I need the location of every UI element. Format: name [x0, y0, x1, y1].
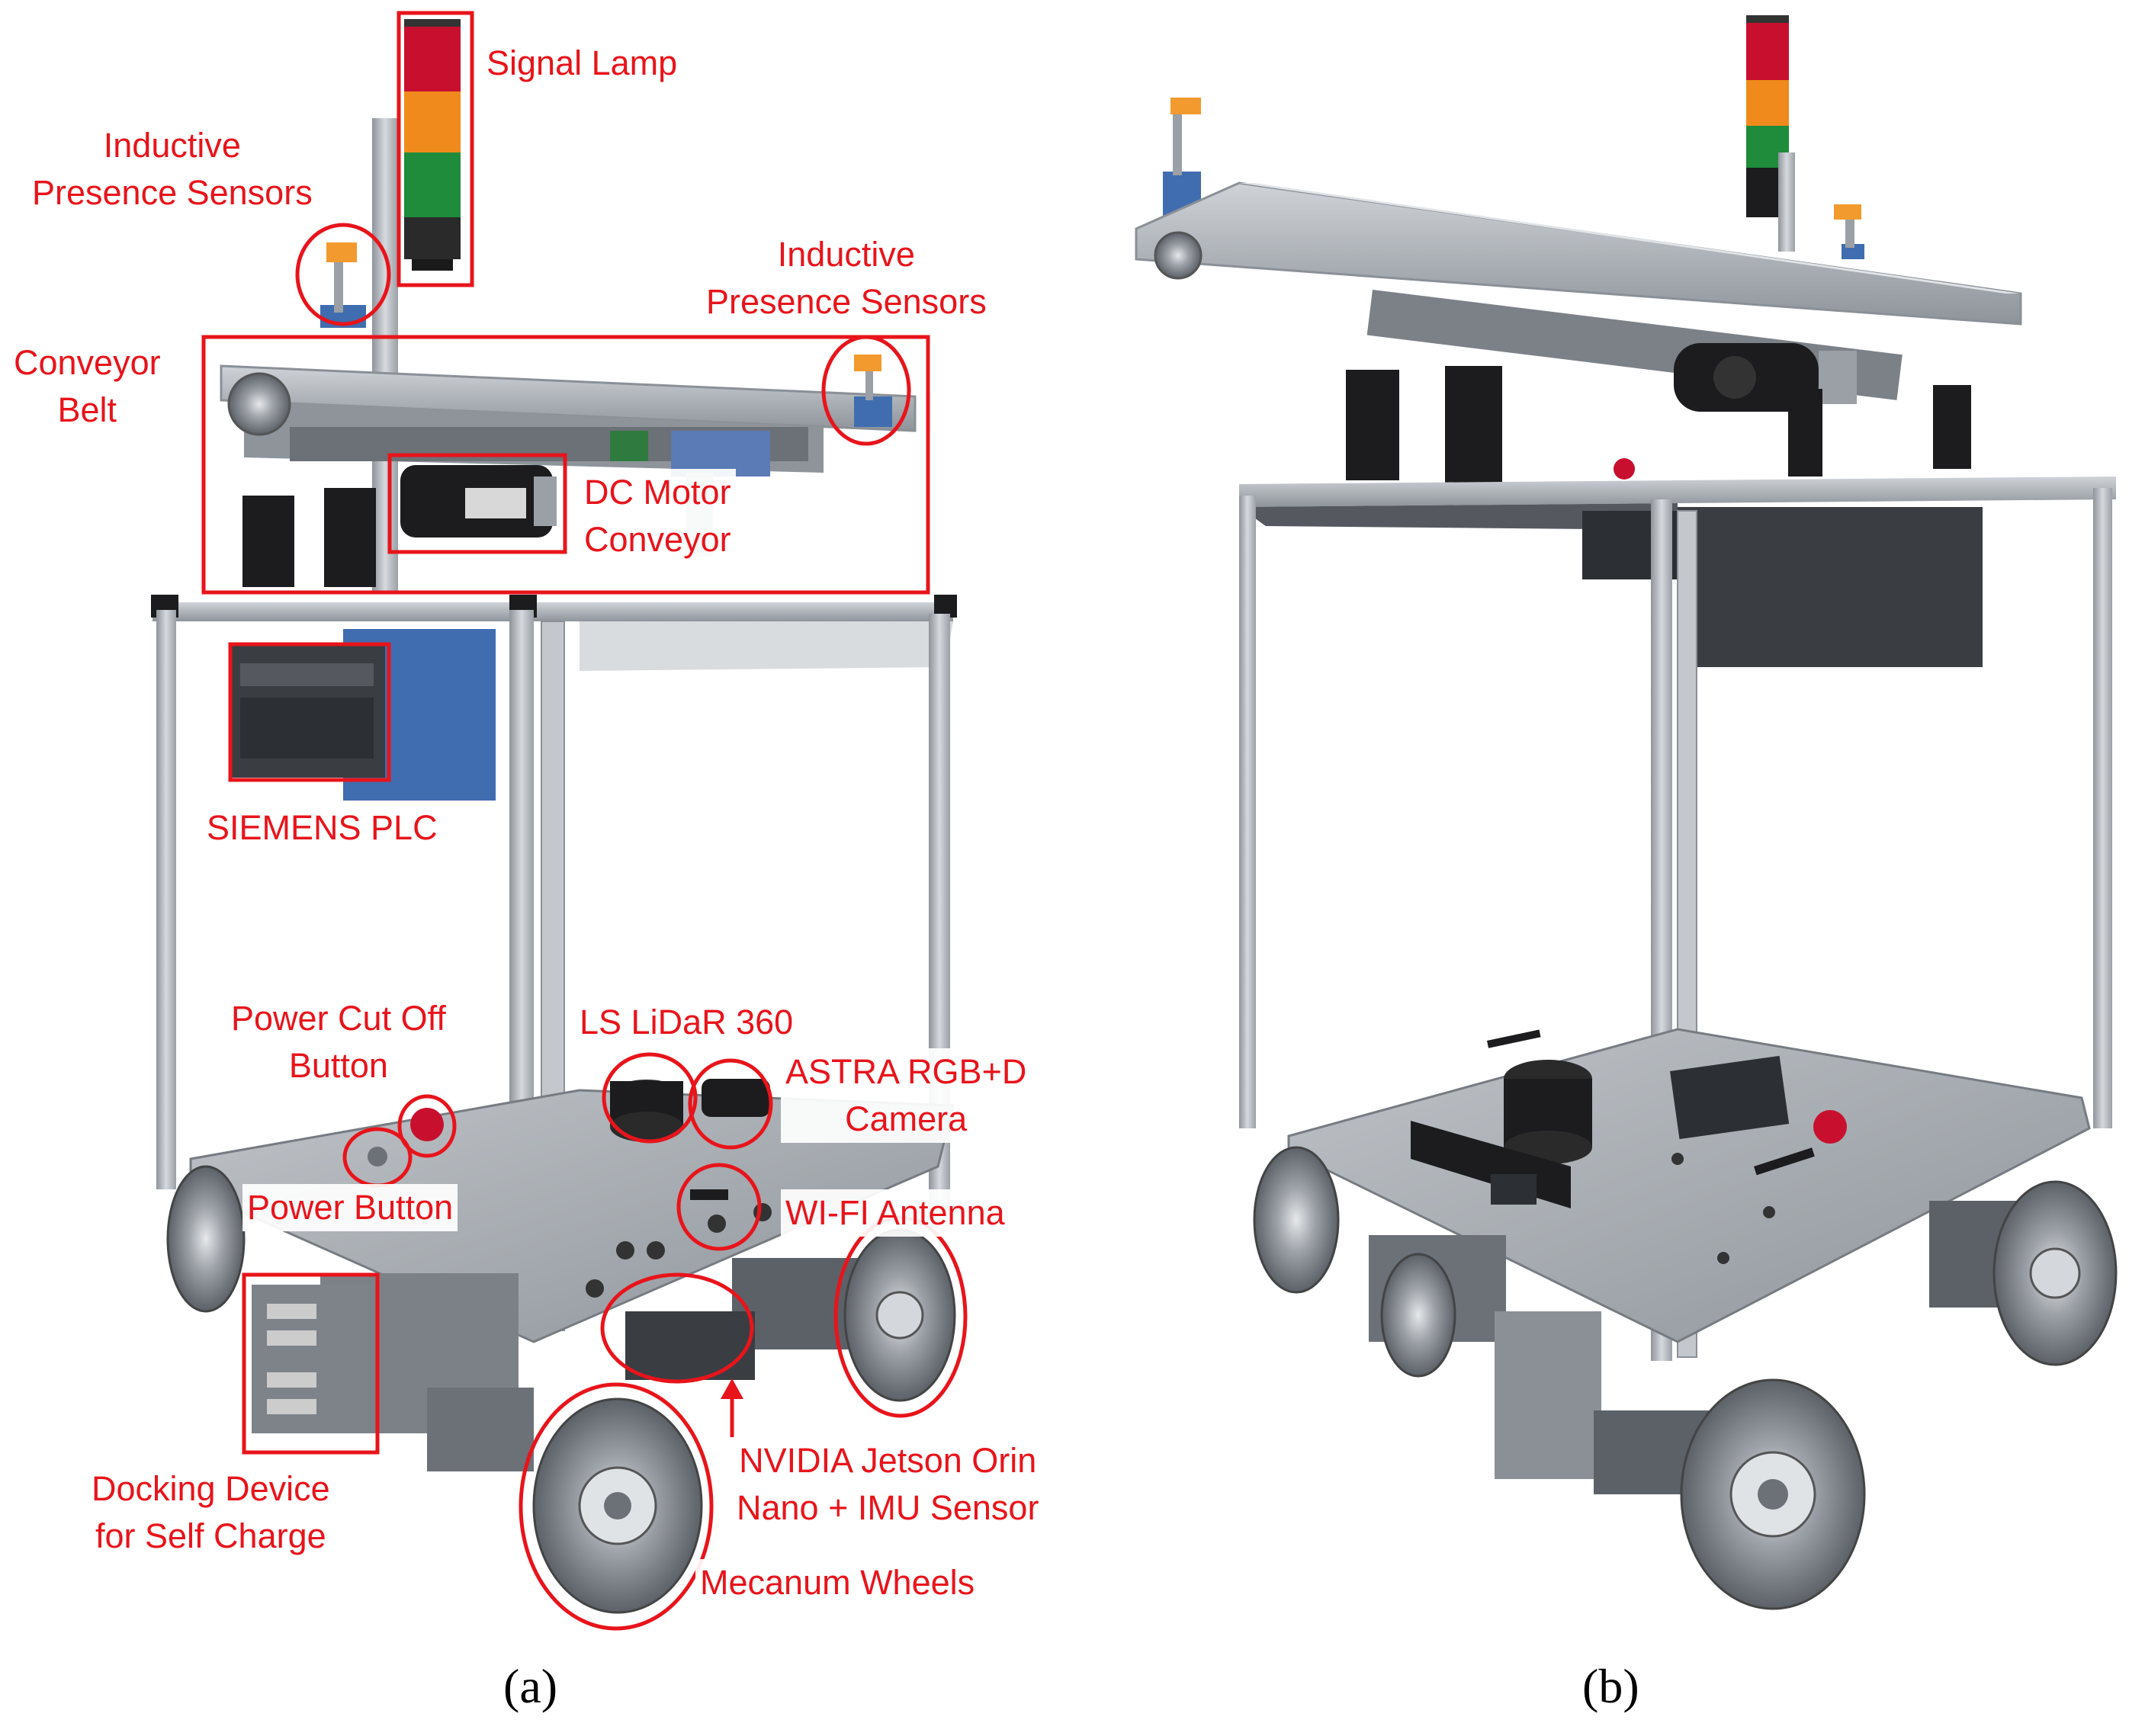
lamp-pole: [372, 118, 398, 591]
siemens-plc: [229, 629, 496, 801]
circle-power-cut-off: [397, 1094, 457, 1158]
signal-lamp-stack: [404, 19, 461, 271]
lidar-b: [1504, 1060, 1592, 1164]
power-button-a: [368, 1147, 387, 1166]
mecanum-wheel-right: [843, 1228, 956, 1402]
label-siemens-plc: SIEMENS PLC: [202, 804, 442, 852]
box-dc-motor: [387, 453, 567, 554]
camera-mount-b: [1491, 1174, 1537, 1205]
inductive-sensor-left: [320, 242, 366, 328]
circle-front-wheel: [519, 1382, 714, 1631]
lidar-a: [610, 1080, 683, 1142]
post-back-left: [156, 610, 176, 1189]
label-wifi-antenna: WI-FI Antenna: [781, 1189, 1010, 1237]
circle-inductive-left: [295, 223, 391, 326]
emergency-stop-b: [1614, 458, 1635, 480]
label-power-button: Power Button: [242, 1184, 458, 1231]
support-block-left: [242, 496, 294, 587]
base-plate-b: [1287, 1028, 2091, 1343]
astra-camera-a: [702, 1079, 770, 1117]
support-block-b-left: [1346, 370, 1399, 480]
robot-a: [151, 19, 957, 1614]
wifi-antenna-a: [690, 1189, 728, 1200]
post-b-right: [2093, 488, 2112, 1128]
post-b-left: [1239, 496, 1256, 1128]
circle-jetson: [600, 1272, 754, 1384]
inductive-sensor-b-left: [1163, 98, 1201, 217]
motor-left: [427, 1388, 534, 1471]
mecanum-wheel-front: [532, 1397, 703, 1614]
mecanum-wheel-b-front: [1680, 1378, 1866, 1610]
conveyor-belt-a: [220, 364, 917, 477]
dc-motor-b: [1674, 343, 1857, 412]
box-conveyor-belt: [201, 335, 930, 595]
box-signal-lamp: [397, 11, 474, 287]
mecanum-wheel-b-back-right: [1380, 1253, 1456, 1378]
power-cut-off-button-b: [1813, 1110, 1847, 1144]
control-box-b: [1678, 507, 1983, 667]
caption-a: (a): [503, 1659, 558, 1713]
jetson-box: [625, 1311, 755, 1380]
label-lidar: LS LiDaR 360: [575, 999, 798, 1046]
support-block-b-right: [1788, 389, 1822, 477]
mecanum-wheel-b-back-left: [1253, 1146, 1340, 1294]
mecanum-wheel-b-right: [1992, 1180, 2118, 1366]
support-block-right: [324, 488, 376, 587]
power-cut-off-button-a: [410, 1108, 444, 1141]
label-signal-lamp: Signal Lamp: [482, 40, 682, 87]
handle-b: [1754, 1147, 1815, 1176]
top-frame-b: [1239, 477, 2116, 530]
docking-device-a: [252, 1285, 374, 1433]
dc-motor-a: [400, 465, 557, 537]
arrow-jetson-head: [721, 1378, 743, 1399]
caption-b: (b): [1582, 1659, 1639, 1713]
label-mecanum-wheels: Mecanum Wheels: [695, 1559, 980, 1606]
wifi-antenna-b: [1487, 1029, 1541, 1048]
chassis-b-profile: [1495, 1311, 1601, 1479]
circle-lidar: [602, 1052, 698, 1144]
mecanum-wheel-back-left: [166, 1165, 246, 1313]
inductive-sensor-b-right: [1834, 204, 1864, 259]
box-siemens-plc: [228, 642, 391, 782]
circle-astra-camera: [688, 1058, 773, 1150]
circle-wifi-antenna: [676, 1163, 762, 1251]
signal-lamp-b: [1746, 15, 1795, 252]
support-block-b-mid: [1445, 366, 1502, 484]
support-block-b-far: [1933, 385, 1971, 469]
conveyor-belt-b: [1135, 181, 2022, 400]
inductive-sensor-right: [854, 355, 892, 427]
circle-inductive-right: [821, 335, 911, 446]
robot-b: [1135, 15, 2118, 1610]
box-docking-device: [242, 1272, 380, 1455]
